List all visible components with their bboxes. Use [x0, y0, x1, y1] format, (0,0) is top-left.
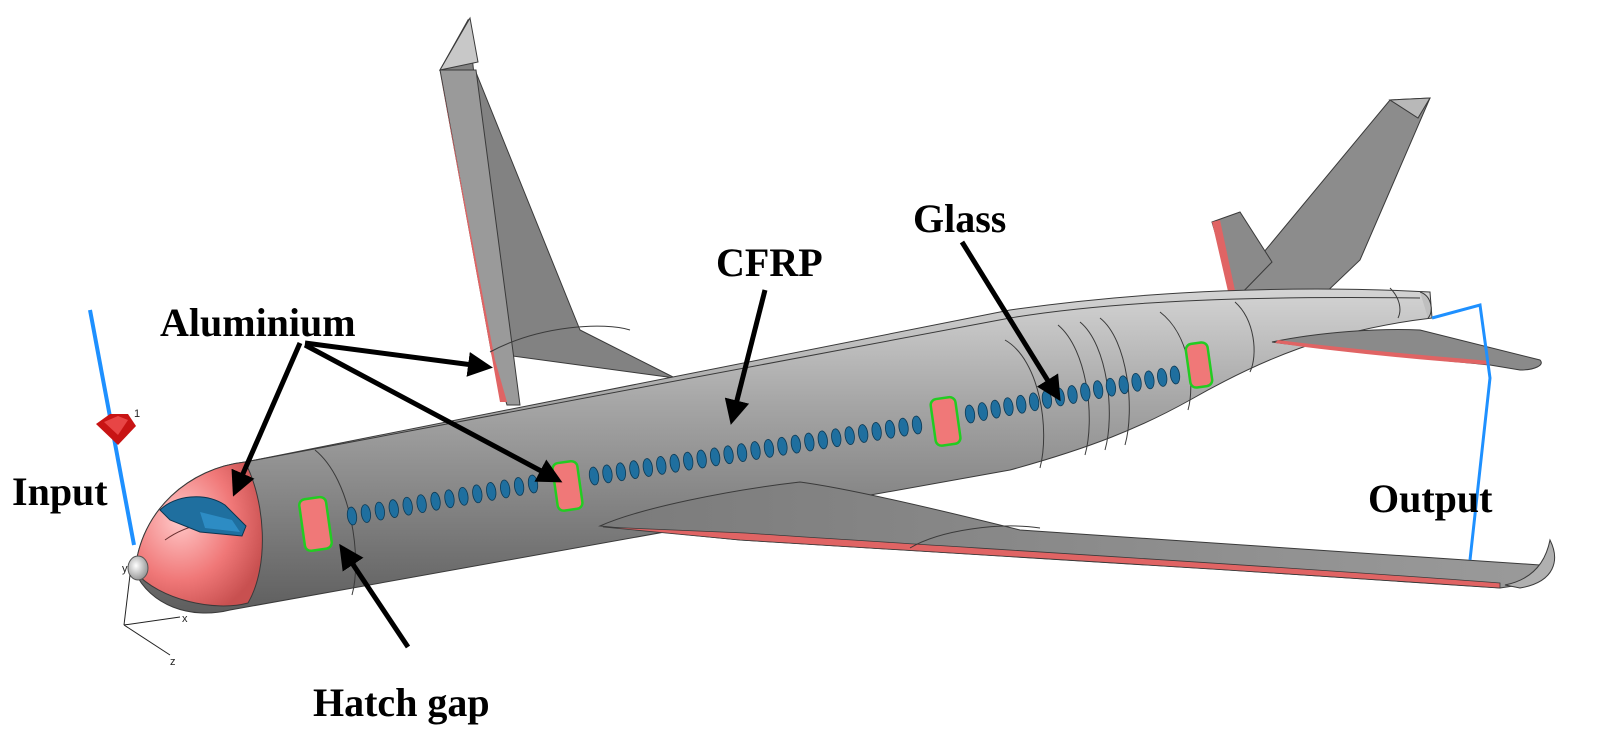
- window: [790, 434, 801, 454]
- window: [430, 491, 441, 511]
- axis-y-label: y: [122, 563, 128, 575]
- far-stabilizer: [1211, 211, 1273, 301]
- window: [1016, 394, 1027, 414]
- window: [1093, 380, 1104, 399]
- window: [1080, 382, 1091, 402]
- window: [884, 419, 896, 439]
- window: [416, 494, 427, 514]
- window: [911, 415, 923, 435]
- window: [588, 466, 600, 486]
- window: [1105, 377, 1117, 397]
- window: [513, 477, 525, 496]
- far-wing: [439, 16, 676, 406]
- window: [977, 402, 988, 421]
- axis-z-label: z: [170, 656, 176, 668]
- window: [444, 489, 455, 509]
- hatch-3: [929, 395, 962, 447]
- window: [402, 496, 413, 516]
- arrow-aluminium-wing: [304, 340, 493, 377]
- window: [736, 443, 748, 462]
- marker-number: 1: [134, 408, 140, 420]
- near-stabilizer: [1271, 329, 1542, 371]
- window: [374, 501, 385, 521]
- arrow-aluminium-nose: [231, 342, 303, 497]
- nose-section: [127, 461, 263, 607]
- axis-x-label: x: [182, 613, 188, 625]
- near-wing: [598, 481, 1555, 589]
- window: [360, 504, 372, 523]
- window: [629, 460, 640, 479]
- callout-arrows: [231, 240, 1061, 649]
- label-hatch-gap: Hatch gap: [313, 680, 490, 725]
- output-wire: [1431, 303, 1492, 561]
- window: [858, 424, 869, 443]
- window: [669, 453, 680, 473]
- window: [346, 506, 358, 526]
- label-output: Output: [1368, 476, 1493, 521]
- window: [723, 445, 734, 465]
- window: [1067, 385, 1078, 404]
- window: [777, 436, 788, 456]
- window: [486, 482, 497, 501]
- arrow-cfrp: [724, 289, 768, 425]
- window: [898, 417, 909, 437]
- window: [458, 486, 469, 506]
- hatch-4: [1184, 341, 1214, 389]
- label-input: Input: [12, 469, 108, 514]
- axes-triad: y x z: [122, 563, 188, 668]
- label-glass: Glass: [913, 196, 1006, 241]
- window: [1003, 397, 1014, 417]
- window: [804, 432, 815, 452]
- label-aluminium: Aluminium: [160, 300, 356, 345]
- window: [1118, 375, 1129, 395]
- source-marker: 1: [96, 408, 140, 445]
- window: [1169, 365, 1181, 385]
- window: [817, 430, 828, 450]
- window: [388, 499, 399, 518]
- hatch-1: [298, 495, 333, 553]
- window: [831, 428, 842, 448]
- arrow-aluminium-hatch: [303, 342, 563, 483]
- cabin-windows: [346, 365, 1181, 526]
- vertical-tail: [1218, 97, 1431, 306]
- window: [642, 458, 653, 477]
- nose-tip: [127, 555, 149, 581]
- window: [871, 422, 882, 441]
- window: [763, 439, 775, 458]
- label-cfrp: CFRP: [716, 240, 823, 285]
- window: [656, 456, 667, 475]
- window: [1131, 372, 1142, 392]
- arrow-glass: [959, 240, 1061, 402]
- window: [964, 404, 976, 424]
- window: [683, 451, 694, 471]
- arrow-hatch-gap: [339, 543, 411, 649]
- window: [990, 399, 1001, 419]
- window: [844, 426, 855, 445]
- hatch-2: [551, 459, 584, 512]
- window: [696, 449, 707, 469]
- window: [615, 462, 627, 482]
- window: [710, 447, 721, 467]
- window: [1157, 368, 1168, 387]
- window: [750, 441, 761, 460]
- window: [602, 464, 613, 484]
- window: [472, 484, 483, 504]
- window: [500, 479, 511, 499]
- window: [1144, 370, 1155, 390]
